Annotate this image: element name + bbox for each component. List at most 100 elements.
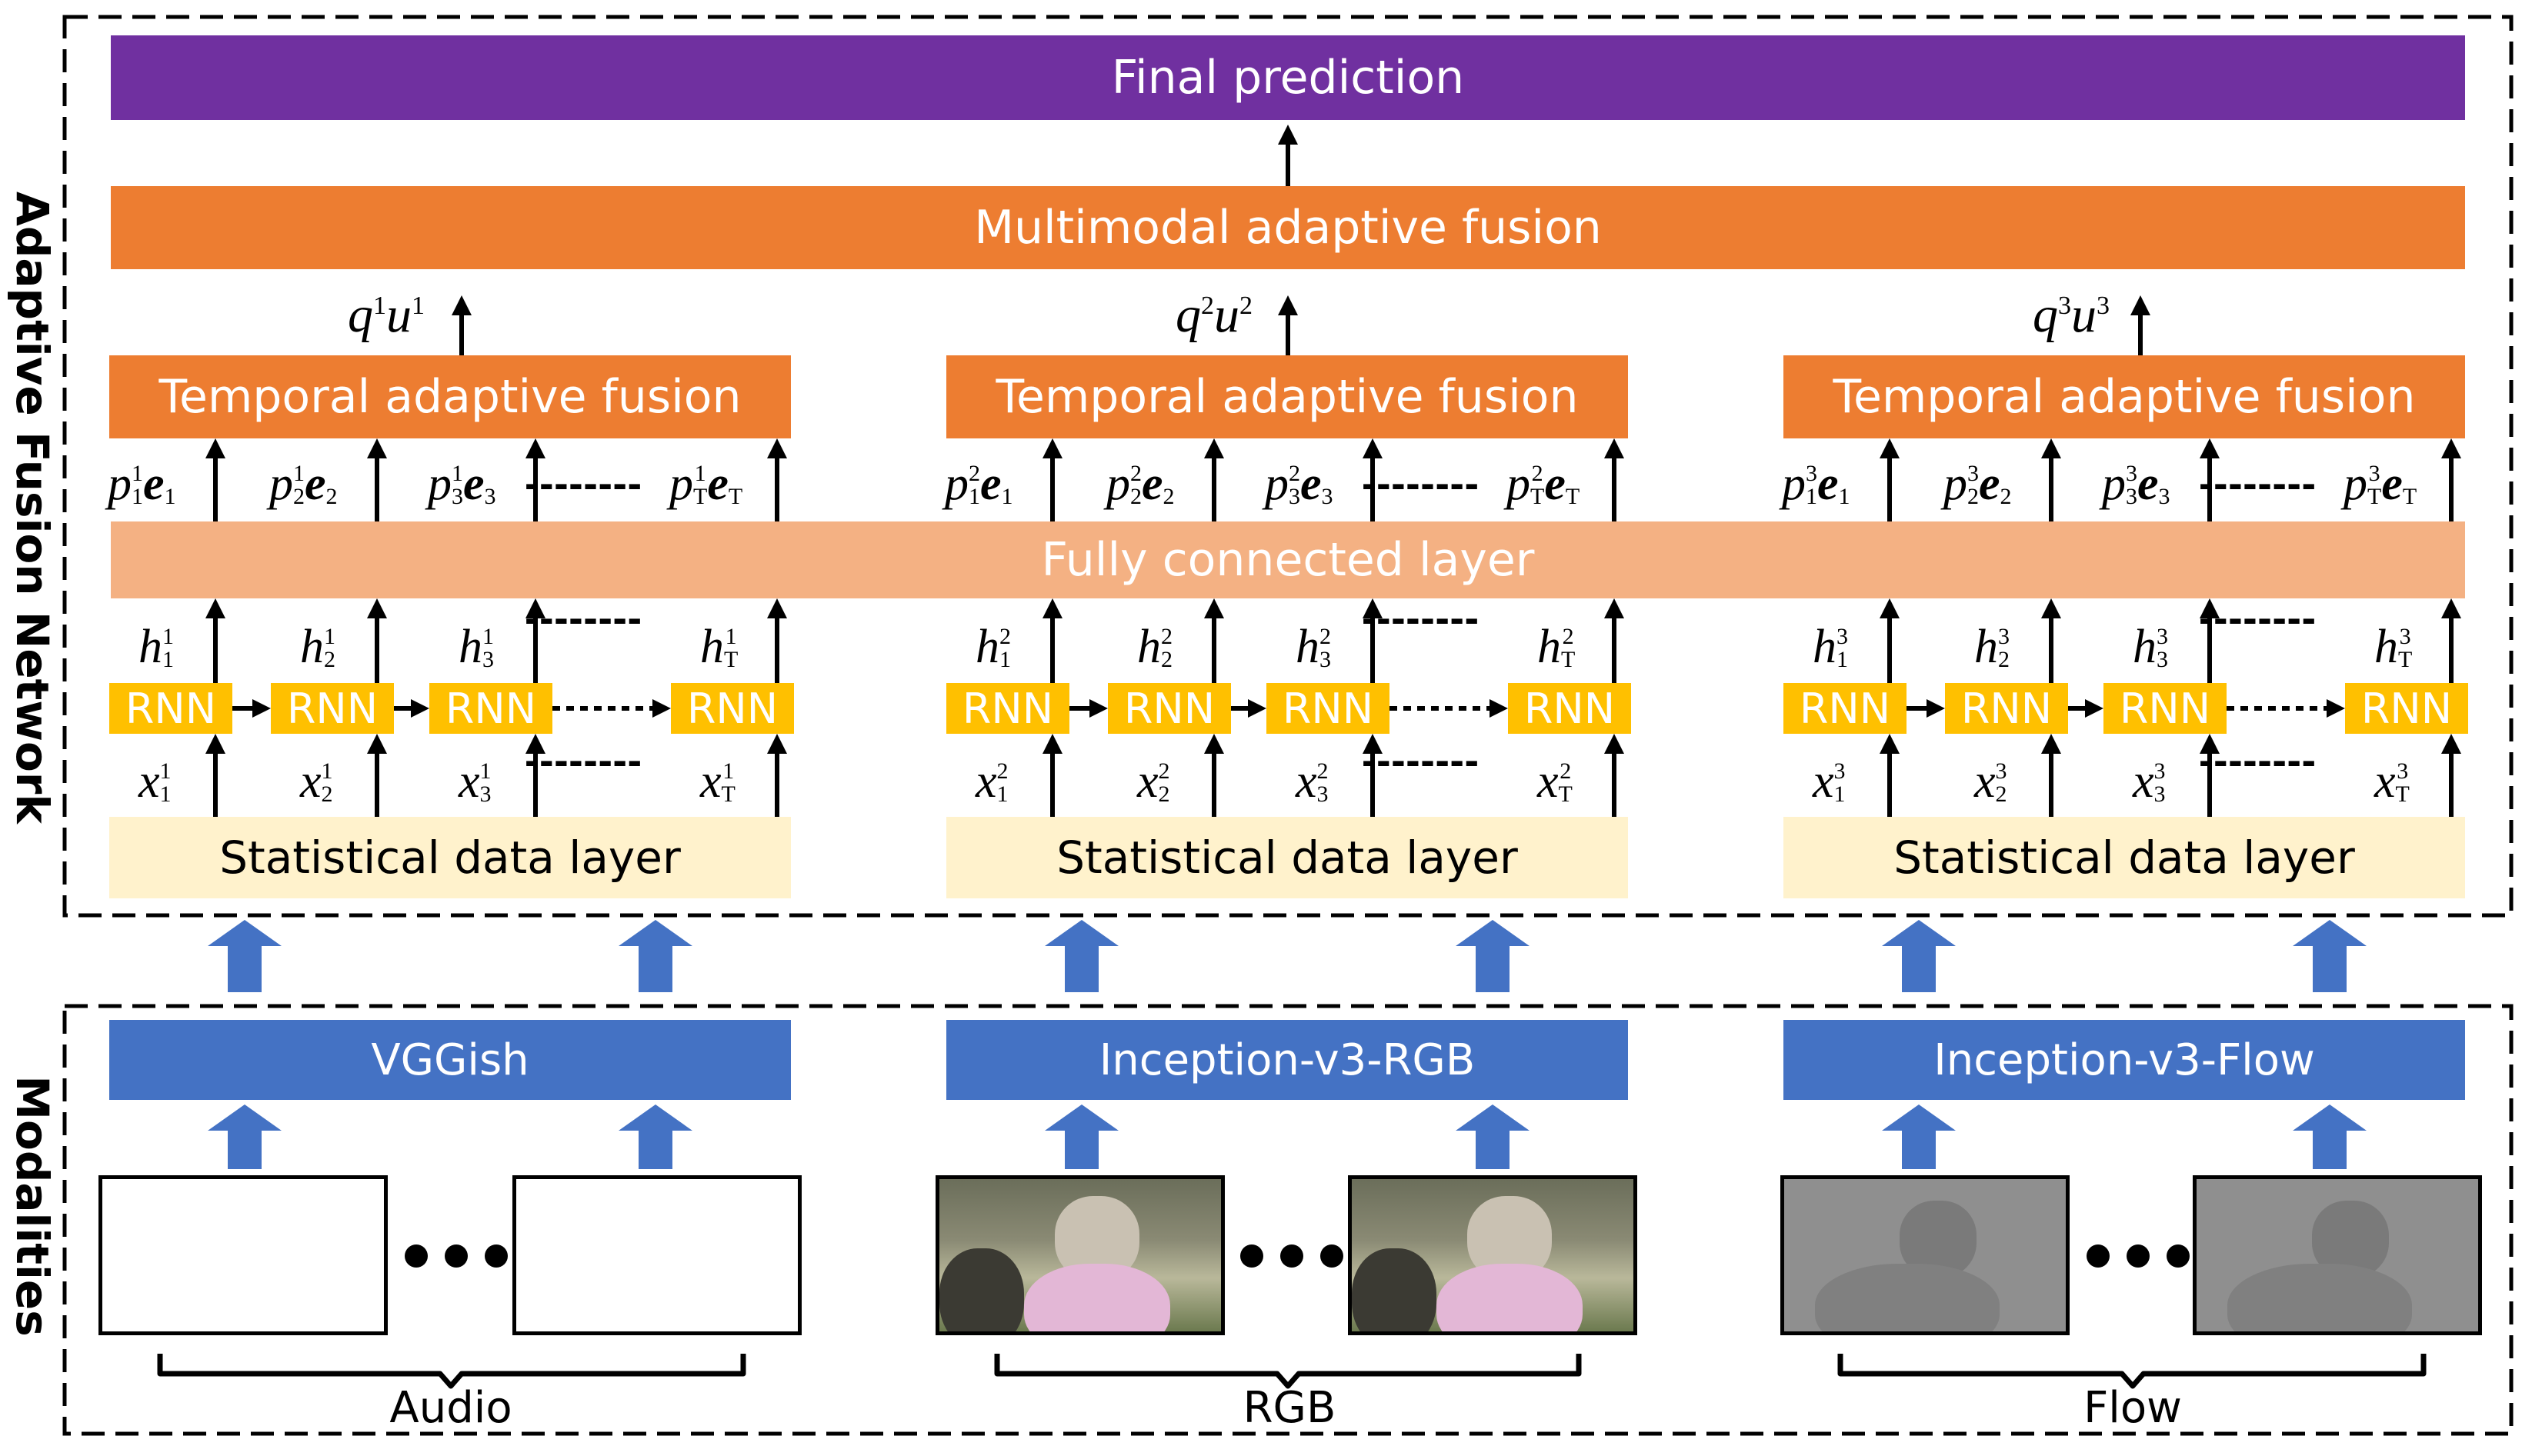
arrowhead: [767, 598, 787, 618]
block-arrow-up-icon: [208, 1104, 282, 1169]
arrowhead: [2441, 734, 2461, 754]
brace-icon: [994, 1354, 1582, 1389]
block-arrow-up-icon: [1882, 920, 1956, 992]
section-label-modalities: Modalities: [6, 1075, 58, 1337]
block-arrow-group: [208, 920, 2367, 1169]
arrowhead: [1880, 734, 1900, 754]
block-arrow-up-icon: [1882, 1104, 1956, 1169]
block-arrow-up-icon: [619, 1104, 692, 1169]
arrowhead: [525, 598, 545, 618]
ellipsis-dashes-x: --------: [2198, 741, 2317, 782]
statistical-layer-box-flow: Statistical data layer: [1783, 817, 2465, 898]
modality-label-audio: Audio: [389, 1383, 512, 1433]
qu-label-rgb: q2u2: [1176, 287, 1253, 343]
block-arrow-up-icon: [619, 920, 692, 992]
ellipsis-dots-icon: [2087, 1244, 2190, 1268]
fully-connected-box: Fully connected layer: [111, 521, 2465, 598]
modalities-frame: [62, 1004, 2514, 1436]
rnn-cell: RNN: [271, 683, 394, 734]
ellipsis-dashes-h: --------: [2198, 598, 2317, 640]
flow-frame-first: [1780, 1175, 2070, 1335]
arrowhead: [1363, 734, 1383, 754]
flow-silhouette-body: [1815, 1264, 2000, 1331]
ellipsis-dashes-h: --------: [1361, 598, 1480, 640]
arrowhead: [205, 734, 225, 754]
arrowhead: [2441, 598, 2461, 618]
arrowhead: [1204, 598, 1224, 618]
brace-group: [157, 1354, 2427, 1389]
block-arrow-up-icon: [1045, 920, 1119, 992]
ellipsis-dots-icon: [405, 1244, 508, 1268]
arrowhead: [1880, 438, 1900, 458]
arrowhead: [367, 438, 387, 458]
temporal-fusion-box-audio: Temporal adaptive fusion: [109, 355, 791, 438]
audio-frame-first: [98, 1175, 388, 1335]
rgb-frame-last: [1348, 1175, 1637, 1335]
arrowhead: [205, 438, 225, 458]
rnn-cell: RNN: [109, 683, 232, 734]
arrowhead: [1363, 438, 1383, 458]
arrowhead: [1204, 734, 1224, 754]
arrowhead: [205, 598, 225, 618]
arrowhead: [525, 438, 545, 458]
arrowhead: [1604, 438, 1624, 458]
arrowhead: [367, 734, 387, 754]
rnn-cell: RNN: [429, 683, 552, 734]
block-arrow-up-icon: [208, 920, 282, 992]
block-arrow-up-icon: [1456, 1104, 1530, 1169]
audio-frame-last: [512, 1175, 802, 1335]
rnn-cell: RNN: [1945, 683, 2068, 734]
arrowhead: [1042, 438, 1063, 458]
block-arrow-up-icon: [1045, 1104, 1119, 1169]
extractor-box-vggish: VGGish: [109, 1020, 791, 1100]
statistical-layer-box-rgb: Statistical data layer: [946, 817, 1628, 898]
multimodal-fusion-box: Multimodal adaptive fusion: [111, 186, 2465, 269]
arrowhead: [1248, 699, 1266, 718]
arrowhead: [1042, 598, 1063, 618]
ellipsis-dots-icon: [1240, 1244, 1343, 1268]
arrowhead: [1278, 125, 1298, 145]
arrowhead: [1363, 598, 1383, 618]
modality-label-flow: Flow: [2083, 1383, 2182, 1433]
rgb-background-figure: [1352, 1248, 1436, 1331]
rgb-person-body: [1024, 1264, 1170, 1331]
fusion-network-frame: [62, 15, 2514, 918]
rnn-cell: RNN: [946, 683, 1069, 734]
arrowhead: [2200, 734, 2220, 754]
rgb-frame-first: [936, 1175, 1225, 1335]
arrowhead: [2130, 295, 2150, 315]
qu-label-audio: q1u1: [348, 287, 425, 343]
final-prediction-box: Final prediction: [111, 35, 2465, 120]
rnn-cell: RNN: [2103, 683, 2227, 734]
rgb-person-body: [1436, 1264, 1583, 1331]
rnn-cell: RNN: [1108, 683, 1231, 734]
ellipsis-dashes-pe: --------: [524, 464, 642, 505]
arrowhead: [1490, 699, 1508, 718]
brace-icon: [1837, 1354, 2427, 1389]
arrowhead: [2041, 598, 2061, 618]
arrowhead: [1604, 734, 1624, 754]
rnn-cell: RNN: [1783, 683, 1907, 734]
